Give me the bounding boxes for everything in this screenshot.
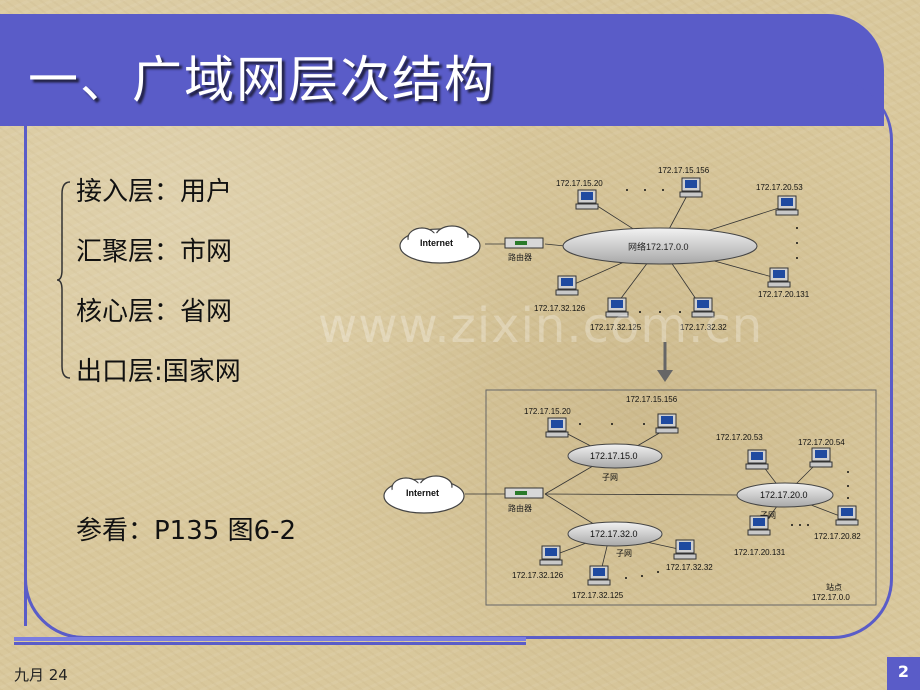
host-label: 172.17.20.53 bbox=[756, 183, 803, 192]
subnet-caption: 子网 bbox=[616, 549, 632, 558]
page-number: 2 bbox=[887, 657, 920, 690]
host-label: 172.17.15.156 bbox=[626, 395, 678, 404]
network-label: 网络172.17.0.0 bbox=[628, 241, 689, 252]
layer-item-core: 核心层：省网 bbox=[76, 297, 233, 327]
layer-item-aggregation: 汇聚层：市网 bbox=[76, 237, 233, 267]
subnet-label: 172.17.15.0 bbox=[590, 451, 638, 461]
layer-item-access: 接入层：用户 bbox=[76, 177, 233, 207]
host-label: 172.17.20.131 bbox=[758, 290, 810, 299]
host-label: 172.17.32.32 bbox=[680, 323, 727, 332]
content-frame-left bbox=[24, 126, 27, 626]
host-label: 172.17.20.54 bbox=[798, 438, 845, 447]
title-bar bbox=[0, 14, 884, 126]
reference-note: 参看：P135 图6-2 bbox=[76, 516, 297, 546]
subnet-label: 172.17.20.0 bbox=[760, 490, 808, 500]
bottom-divider-shadow bbox=[14, 642, 526, 645]
host-label: 172.17.15.20 bbox=[556, 179, 603, 188]
host-label: 172.17.15.156 bbox=[658, 166, 710, 175]
host-label: 172.17.32.126 bbox=[512, 571, 564, 580]
site-label: 站点 bbox=[826, 582, 842, 592]
host-label: 172.17.20.131 bbox=[734, 548, 786, 557]
host-label: 172.17.20.53 bbox=[716, 433, 763, 442]
host-label: 172.17.32.126 bbox=[534, 304, 586, 313]
bottom-divider bbox=[14, 637, 526, 641]
host-label: 172.17.32.32 bbox=[666, 563, 713, 572]
router-label: 路由器 bbox=[508, 503, 532, 513]
host-label: 172.17.32.125 bbox=[572, 591, 624, 600]
host-label: 172.17.15.20 bbox=[524, 407, 571, 416]
host-label: 172.17.20.82 bbox=[814, 532, 861, 541]
site-network-label: 172.17.0.0 bbox=[812, 593, 850, 602]
layer-list: 接入层：用户 汇聚层：市网 核心层：省网 出口层:国家网 bbox=[62, 172, 241, 412]
brace-icon bbox=[56, 181, 71, 379]
layer-item-exit: 出口层:国家网 bbox=[76, 357, 241, 387]
watermark: www.zixin.com.cn bbox=[318, 298, 764, 354]
footer-date: 九月 24 bbox=[14, 666, 68, 684]
subnet-label: 172.17.32.0 bbox=[590, 529, 638, 539]
slide-title: 一、广域网层次结构 bbox=[28, 51, 496, 109]
internet-label: Internet bbox=[406, 488, 439, 498]
subnet-caption: 子网 bbox=[602, 473, 618, 482]
host-label: 172.17.32.125 bbox=[590, 323, 642, 332]
internet-label: Internet bbox=[420, 238, 453, 248]
router-label: 路由器 bbox=[508, 252, 532, 262]
